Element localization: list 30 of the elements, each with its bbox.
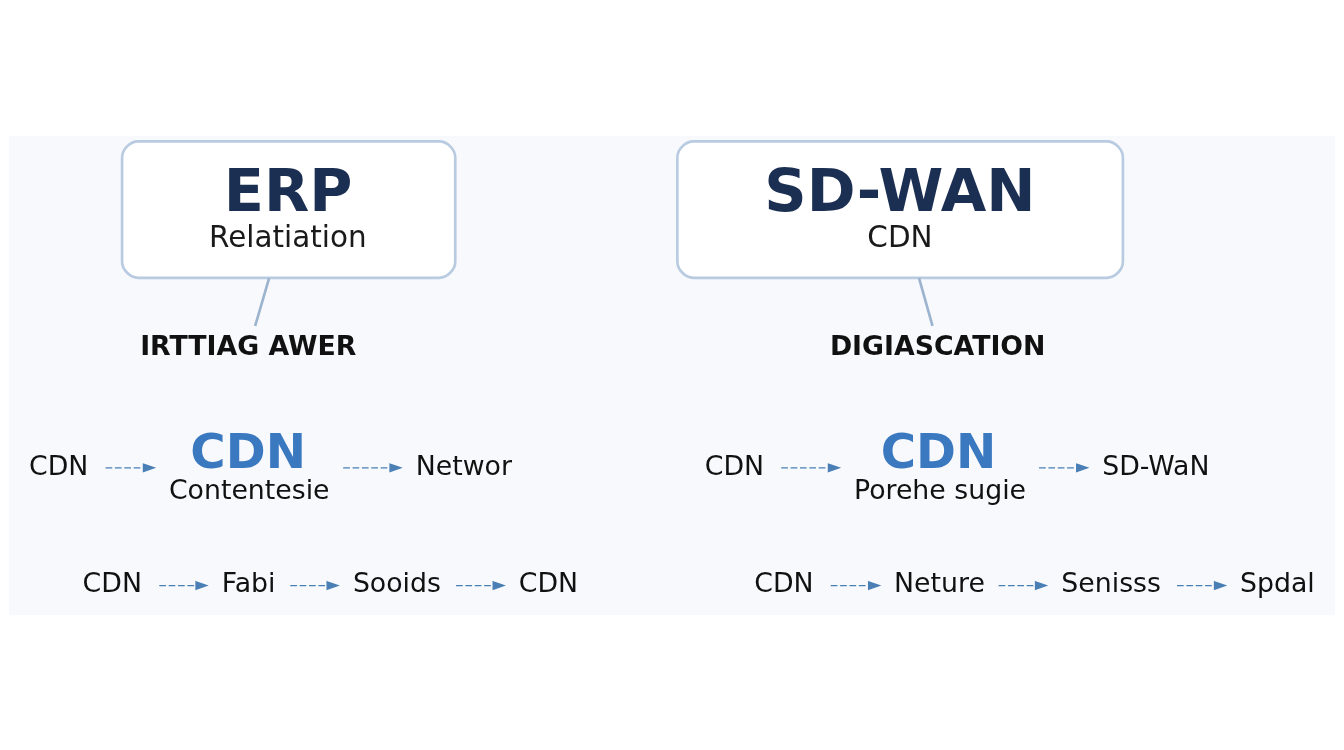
arrow xyxy=(830,580,882,590)
node-text: Senisss xyxy=(1061,566,1161,598)
arrow xyxy=(455,580,506,590)
node-text: CDN xyxy=(82,566,142,598)
arrow xyxy=(104,462,157,472)
arrow xyxy=(1176,580,1228,590)
node-text: DIGIASCATION xyxy=(829,329,1046,361)
node-text: Spdal xyxy=(1239,566,1315,598)
arrow xyxy=(780,462,842,472)
arrow xyxy=(342,462,403,472)
arrow xyxy=(997,580,1049,590)
node-box: SD-WAN CDN xyxy=(676,139,1125,279)
node-text: CDN xyxy=(518,566,579,598)
node-text: SD-WaN xyxy=(1102,449,1210,481)
node-text: Networ xyxy=(415,449,512,481)
node-text: CDN xyxy=(754,566,814,598)
arrow xyxy=(289,580,340,590)
node-text: Fabi xyxy=(221,566,276,598)
node-text: Neture xyxy=(894,566,985,598)
arrow xyxy=(1038,462,1090,472)
arrow xyxy=(158,580,209,590)
node-text: Sooids xyxy=(352,566,441,598)
node-text: CDN Porehe sugie xyxy=(853,422,1027,505)
node-text: IRTTIAG AWER xyxy=(140,329,357,361)
node-text: CDN xyxy=(29,449,89,481)
node-text: CDN Contentesie xyxy=(168,422,330,505)
node-box: ERP Relatiation xyxy=(120,139,457,279)
connector xyxy=(253,277,271,326)
node-text: CDN xyxy=(704,449,765,481)
connector xyxy=(917,277,934,326)
